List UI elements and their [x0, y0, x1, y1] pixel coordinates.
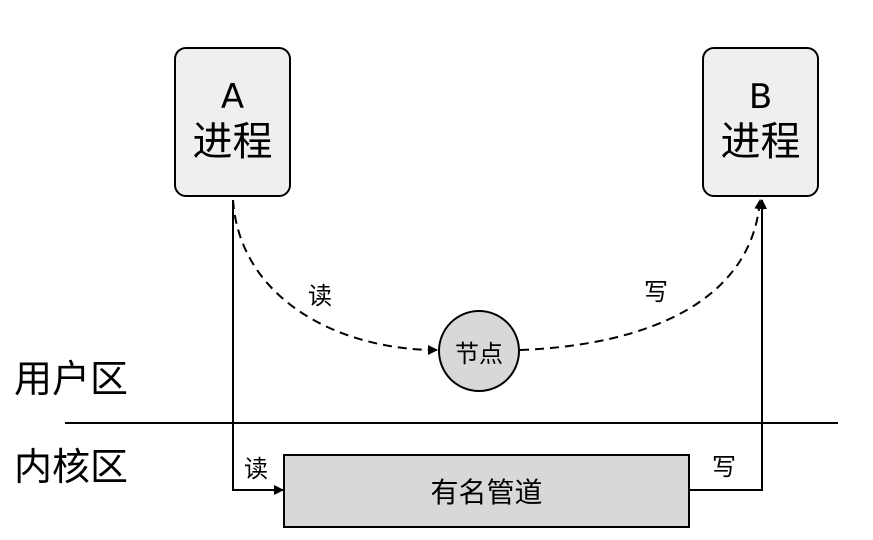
process-b-letter: B	[748, 77, 773, 118]
process-b-box: B 进程	[702, 47, 819, 197]
node-label: 节点	[455, 339, 503, 368]
kernel-write-label: 写	[712, 453, 736, 481]
process-a-letter: A	[220, 77, 245, 118]
user-zone-label: 用户区	[14, 357, 129, 401]
user-write-curve	[519, 199, 765, 351]
process-b-label: 进程	[720, 118, 801, 165]
named-pipe-box: 有名管道	[283, 454, 690, 528]
kernel-write-connector	[690, 199, 767, 491]
user-read-label: 读	[308, 282, 332, 310]
kernel-zone-label: 内核区	[14, 445, 129, 489]
user-read-curve	[232, 199, 438, 355]
node-circle: 节点	[438, 310, 520, 392]
process-a-box: A 进程	[174, 47, 291, 197]
process-a-label: 进程	[192, 118, 273, 165]
kernel-read-connector	[232, 200, 284, 495]
user-write-label: 写	[644, 278, 668, 306]
named-pipe-label: 有名管道	[430, 476, 543, 509]
kernel-read-label: 读	[244, 455, 268, 483]
